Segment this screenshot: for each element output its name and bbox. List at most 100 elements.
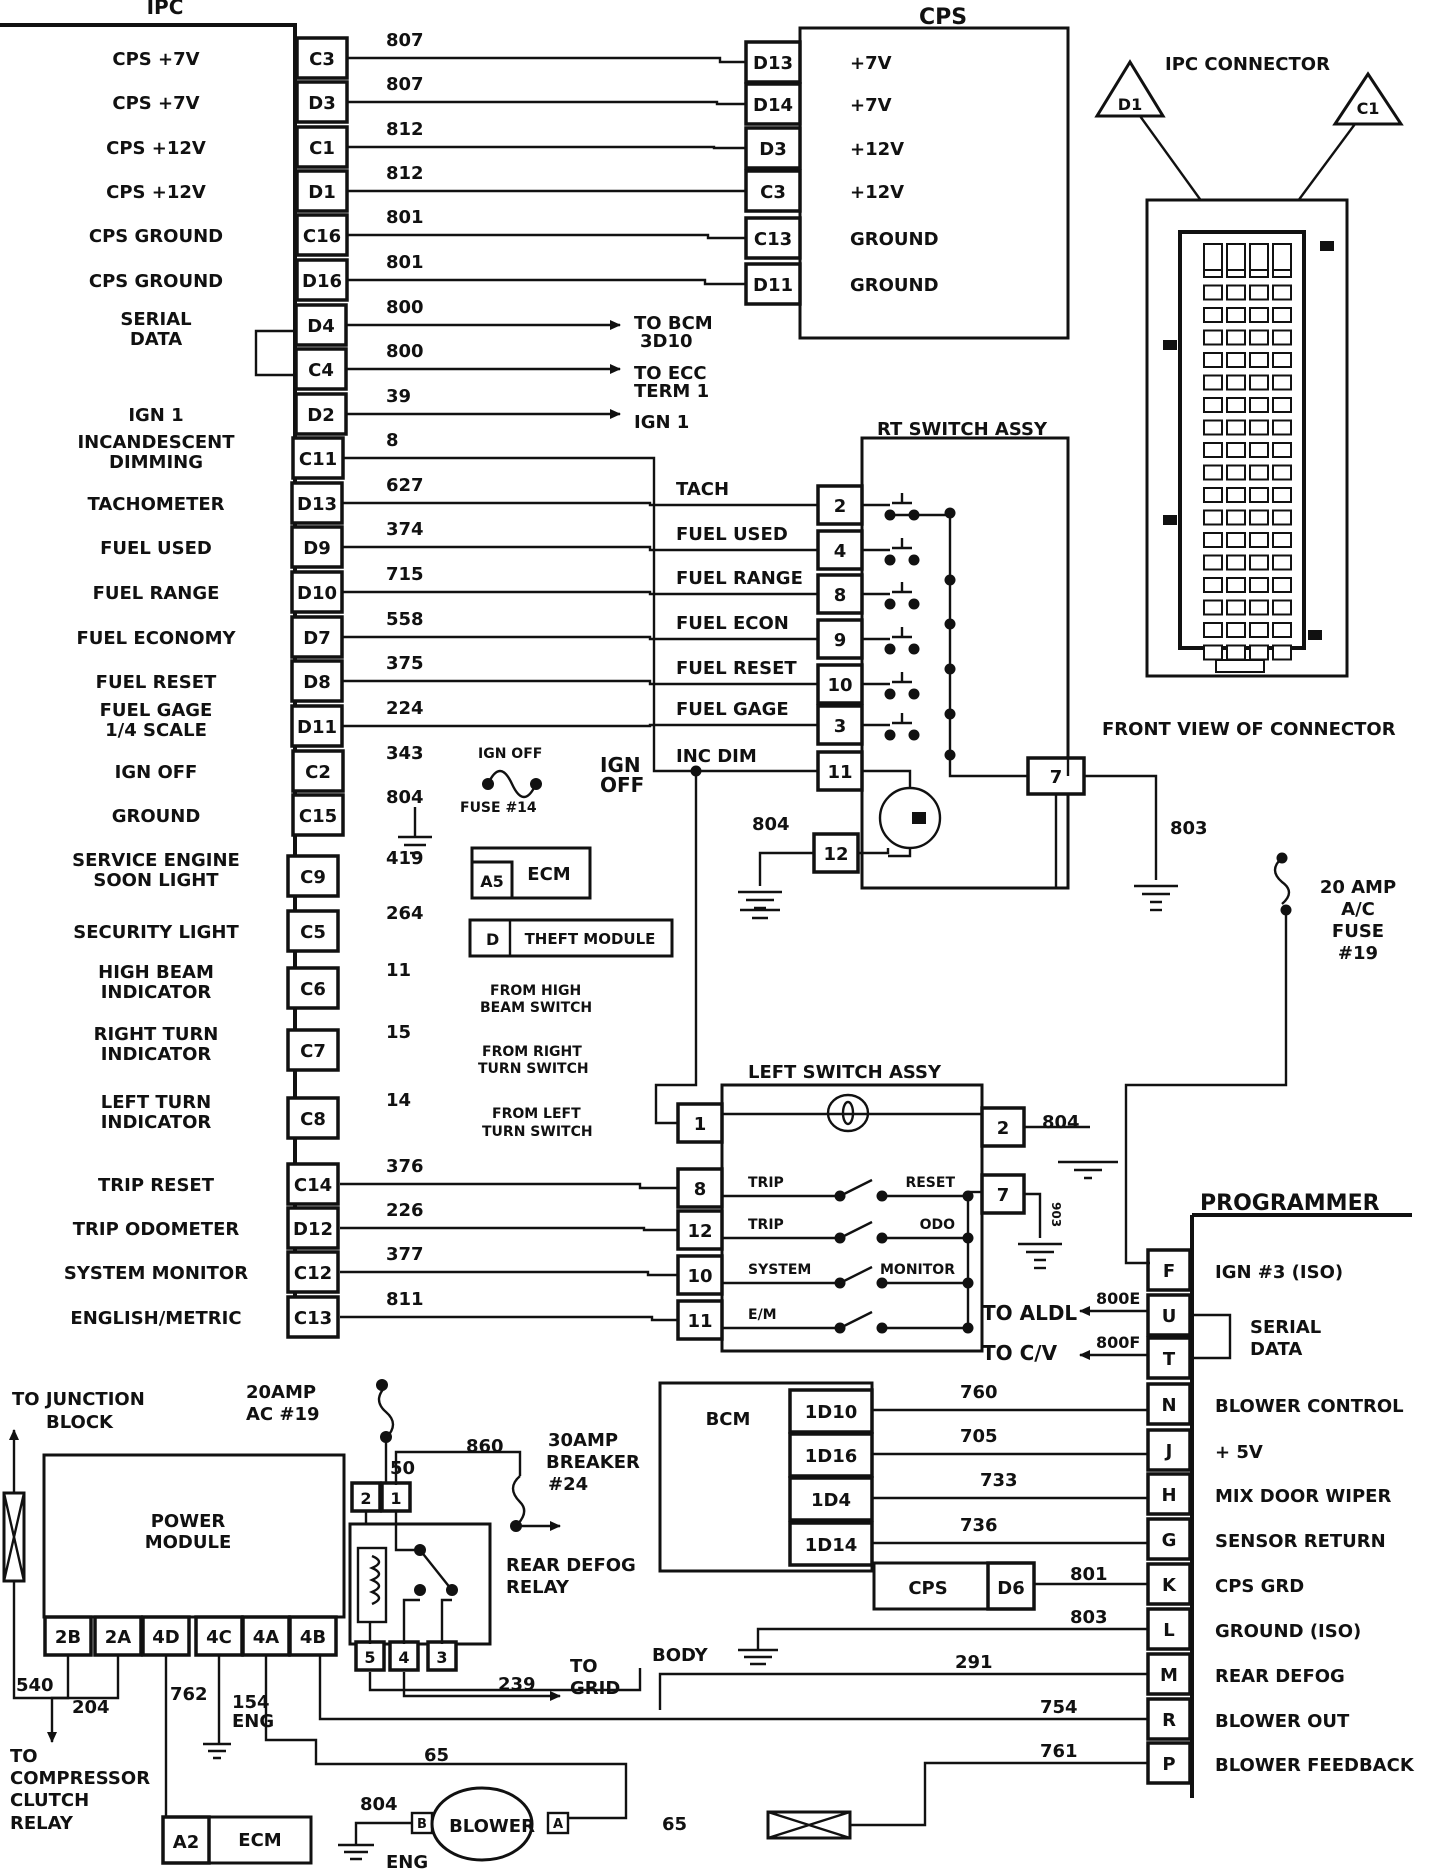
ipc-label-2-0: CPS +12V	[106, 138, 206, 159]
ipc-pin-c12-label: C12	[294, 1263, 332, 1284]
ipc-pin-c14	[286, 1162, 340, 1206]
wire-r-blower-out	[318, 1655, 1148, 1721]
ipc-pin-d7-label: D7	[303, 628, 330, 649]
ipc-pin-c14-label: C14	[294, 1175, 332, 1196]
cps-pin-0-label: D13	[753, 53, 793, 74]
ipc-pin-d16-label: D16	[302, 271, 342, 292]
relay-pin-2	[350, 1481, 382, 1513]
connector-pin	[1272, 397, 1292, 413]
relay-pin-4-label: 4	[398, 1648, 409, 1667]
rt-pin-4-label: 4	[834, 541, 847, 562]
rt-switch-contact-2	[892, 582, 912, 594]
ipc-label-14-0: FUEL RESET	[96, 672, 217, 693]
left-sw-blade-3	[839, 1310, 873, 1330]
ipc-pin-c1	[295, 125, 349, 169]
ipc-pin-c6-label: C6	[300, 979, 326, 1000]
blower-pin-a	[546, 1811, 570, 1835]
connector-pin	[1203, 374, 1223, 391]
rt-switch-contact-0	[892, 493, 912, 505]
ac-fuse-label-0: 20 AMP	[1320, 877, 1396, 898]
ipc-wire-15-number: 224	[386, 698, 424, 719]
rt-804-ground	[738, 890, 782, 910]
programmer-label-l: GROUND (ISO)	[1215, 1621, 1361, 1642]
programmer-pin-u	[1146, 1293, 1192, 1337]
breaker-2: BREAKER	[546, 1452, 640, 1473]
ipc-pin-c1-label: C1	[309, 138, 335, 159]
relay-pin-5-label: 5	[364, 1648, 375, 1667]
blower-resistor-cross	[767, 1810, 851, 1840]
from-high-beam-1: FROM HIGH	[490, 983, 581, 999]
connector-key-2	[1163, 340, 1177, 350]
connector-pin	[1249, 487, 1269, 503]
wire-204: 204	[72, 1697, 110, 1718]
programmer-label-f: IGN #3 (ISO)	[1215, 1262, 1343, 1283]
wire-p-blower-fb	[850, 1761, 1148, 1827]
ac-fuse-symbol	[1273, 857, 1291, 905]
to-compressor-2: COMPRESSOR	[10, 1768, 150, 1789]
ipc-label-1-0: CPS +7V	[112, 93, 199, 114]
cps-small-pin-label: D6	[997, 1578, 1024, 1599]
ecm-a2: A2 ECM	[161, 1815, 313, 1865]
ipc-wire-17-number: 804	[386, 787, 424, 808]
ecm-small-pin	[161, 1815, 211, 1865]
breaker-3: #24	[548, 1474, 588, 1495]
connector-pin	[1249, 419, 1269, 436]
rt-bus-line	[890, 513, 952, 737]
programmer-pin-f-label: F	[1163, 1261, 1175, 1282]
ipc-wire-19-number: 264	[386, 903, 424, 924]
connector-pin	[1203, 307, 1223, 323]
left-wire-903-label: 903	[1049, 1202, 1063, 1227]
rt-pin-9-label: 9	[834, 630, 847, 651]
breaker-symbol	[511, 1475, 526, 1527]
to-junction-2: BLOCK	[46, 1412, 114, 1433]
connector-pin	[1203, 464, 1223, 481]
ecm-pin-box	[470, 860, 514, 900]
left-pin-11-label: 11	[687, 1311, 712, 1332]
pm-pin-4c	[194, 1615, 244, 1657]
connector-pin	[1249, 509, 1269, 526]
connector-pin	[1226, 532, 1246, 548]
blower-label: BLOWER	[449, 1816, 535, 1837]
wire-800f: 800F	[1096, 1333, 1140, 1352]
left-sw-blade-2	[839, 1265, 873, 1285]
rt-wire-804: 804	[752, 814, 790, 835]
programmer-pin-f	[1146, 1248, 1192, 1292]
rt-switch-dot-b-1	[908, 554, 920, 566]
theft-pin-label: D	[486, 930, 499, 949]
rt-switch-contact-3	[892, 627, 912, 639]
connector-pin	[1272, 577, 1292, 593]
programmer-pin-n	[1146, 1382, 1192, 1426]
cps-pin-4-label: C13	[754, 229, 792, 250]
rt-switch-dot-b-4	[908, 688, 920, 700]
connector-pin	[1203, 487, 1223, 503]
ipc-title: IPC	[147, 0, 184, 19]
cps-title: CPS	[919, 5, 967, 30]
connector-pin	[1226, 307, 1246, 323]
ipc-pin-c13	[286, 1295, 340, 1339]
connector-pin	[1226, 397, 1246, 413]
to-bcm-label-1: TO BCM	[634, 313, 713, 334]
connector-pin	[1249, 352, 1269, 368]
connector-pin	[1203, 352, 1223, 368]
left-row-left-2: SYSTEM	[748, 1262, 811, 1278]
to-ecc-label-2: TERM 1	[634, 381, 709, 402]
wire-801-k: 801	[1070, 1564, 1108, 1585]
connector-key-3	[1163, 515, 1177, 525]
relay-pin-1-label: 1	[390, 1489, 401, 1508]
ipc-wire-7-number: 800	[386, 341, 424, 362]
rt-lamp-filament	[912, 812, 926, 824]
cps-pin-1-label: D14	[753, 95, 793, 116]
power-module-title-2: MODULE	[145, 1532, 232, 1553]
wire-540: 540	[16, 1675, 54, 1696]
connector-pin	[1249, 599, 1269, 616]
wire-incdim-to-left-1	[654, 771, 698, 1125]
ipc-label-13-0: FUEL ECONOMY	[76, 628, 236, 649]
ipc-wire-0-number: 807	[386, 30, 424, 51]
wires	[12, 56, 1292, 1827]
bcm-pin-1d10-label: 1D10	[805, 1402, 858, 1423]
cps-pin-3-label: C3	[760, 182, 786, 203]
left-row-right-2: MONITOR	[880, 1262, 955, 1278]
bcm-pin-1d16	[788, 1432, 874, 1478]
body-label: BODY	[652, 1645, 709, 1666]
cps-small-label: CPS	[908, 1578, 947, 1599]
